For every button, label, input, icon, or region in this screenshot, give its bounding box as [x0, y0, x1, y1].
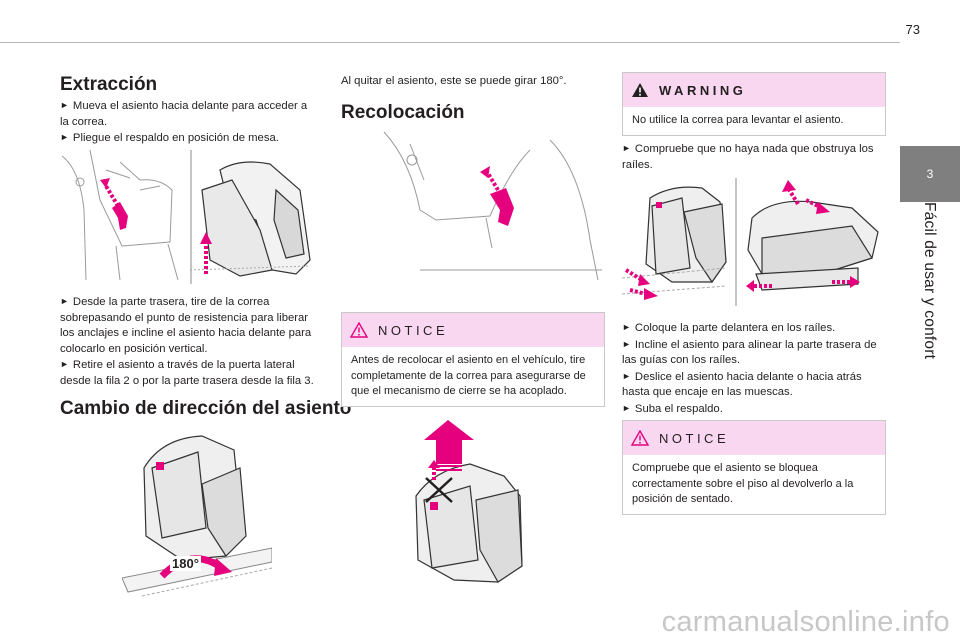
recolocacion-steps-2: ►Coloque la parte delantera en los raíle… [622, 320, 887, 417]
caution-triangle-icon [631, 430, 649, 446]
bullet-arrow-icon: ► [60, 132, 69, 142]
notice-heading: NOTICE [659, 430, 730, 446]
section-title-extraccion: Extracción [60, 74, 158, 95]
bullet-arrow-icon: ► [622, 143, 631, 153]
notice-callout-1: NOTICE Antes de recolocar el asiento en … [341, 312, 605, 407]
chapter-tab[interactable]: 3 [900, 146, 960, 202]
rotate-note: Al quitar el asiento, este se puede gira… [341, 75, 567, 87]
watermark: carmanualsonline.info [661, 606, 950, 638]
rotation-angle-label: 180° [170, 556, 201, 571]
bullet-arrow-icon: ► [60, 296, 69, 306]
chapter-title: Fácil de usar y confort [898, 202, 960, 362]
warning-text: No utilice la correa para levantar el as… [632, 114, 844, 126]
warning-header: WARNING [623, 73, 885, 107]
notice-text: Compruebe que el asiento se bloquea corr… [632, 462, 854, 505]
warning-callout: WARNING No utilice la correa para levant… [622, 72, 886, 136]
chapter-title-text: Fácil de usar y confort [921, 202, 938, 360]
bullet-arrow-icon: ► [622, 338, 631, 349]
step: ►Compruebe que no haya nada que obstruya… [622, 143, 874, 171]
seat-rotation-drawing [121, 435, 273, 597]
notice-text: Antes de recolocar el asiento en el vehí… [351, 354, 586, 397]
bullet-arrow-icon: ► [60, 100, 69, 110]
seat-lift-illustration [415, 420, 523, 583]
caution-triangle-icon [350, 322, 368, 338]
notice-header: NOTICE [623, 421, 885, 455]
step: ►Suba el respaldo. [622, 402, 723, 415]
step: ►Deslice el asiento hacia delante o haci… [622, 370, 862, 399]
strap-pull-illustration [61, 150, 311, 284]
warning-triangle-icon [632, 83, 648, 97]
seat-rotation-illustration: 180° [121, 428, 273, 600]
bullet-arrow-icon: ► [60, 359, 69, 369]
step: ►Mueva el asiento hacia delante para acc… [60, 100, 308, 128]
step: ►Coloque la parte delantera en los raíle… [622, 322, 836, 334]
page-number: 73 [905, 22, 920, 37]
step: ►Pliegue el respaldo en posición de mesa… [60, 132, 279, 144]
notice-header: NOTICE [342, 313, 604, 347]
notice-heading: NOTICE [378, 322, 449, 338]
strap-check-illustration [383, 131, 602, 281]
warning-heading: WARNING [659, 82, 747, 98]
step: ►Desde la parte trasera, tire de la corr… [60, 296, 312, 355]
bullet-arrow-icon: ► [622, 370, 631, 381]
step: ►Incline el asiento para alinear la part… [622, 338, 877, 367]
rail-placement-illustration [622, 178, 879, 306]
extraccion-steps-2: ►Desde la parte trasera, tire de la corr… [60, 294, 320, 389]
bullet-arrow-icon: ► [622, 402, 631, 413]
header-rule [0, 42, 900, 43]
recolocacion-steps: ►Compruebe que no haya nada que obstruya… [622, 141, 884, 173]
bullet-arrow-icon: ► [622, 322, 631, 332]
notice-callout-2: NOTICE Compruebe que el asiento se bloqu… [622, 420, 886, 515]
extraccion-steps: ►Mueva el asiento hacia delante para acc… [60, 98, 315, 147]
step: ►Retire el asiento a través de la puerta… [60, 359, 314, 387]
section-title-recolocacion: Recolocación [341, 102, 465, 123]
section-title-cambio-direccion: Cambio de dirección del asiento [60, 398, 352, 419]
